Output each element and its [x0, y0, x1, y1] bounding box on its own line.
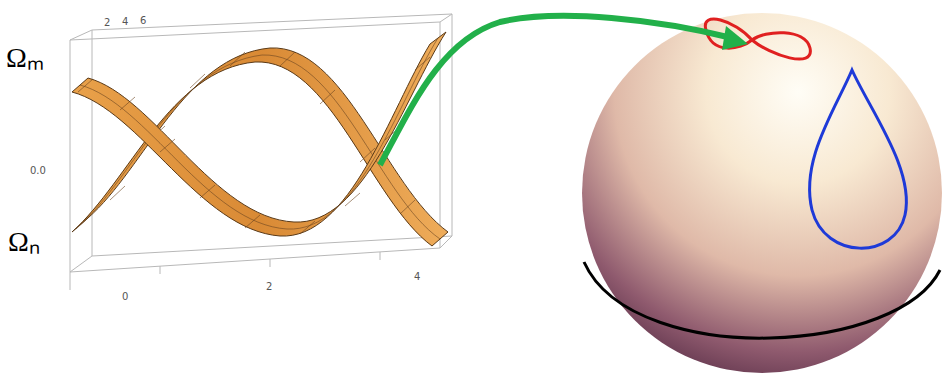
loop-curve	[810, 70, 907, 248]
arrow-head	[722, 26, 748, 50]
axis-label: Ωₙ	[8, 228, 40, 256]
plot-box	[70, 14, 452, 290]
sphere	[582, 13, 942, 373]
axis-label: Ωₘ	[6, 44, 44, 72]
tick-label: 0.0	[30, 166, 46, 176]
surface-sheet	[72, 32, 446, 236]
tick-label: 4	[414, 272, 420, 282]
tick-label: 6	[140, 16, 146, 26]
figure-eight-curve	[705, 19, 810, 59]
tick-label: 4	[122, 17, 128, 27]
tick-label: 2	[104, 18, 110, 28]
tick-label: 0	[122, 292, 128, 302]
equator-curve	[584, 262, 940, 338]
pointer-arrow	[380, 16, 732, 165]
tick-label: 2	[266, 282, 272, 292]
